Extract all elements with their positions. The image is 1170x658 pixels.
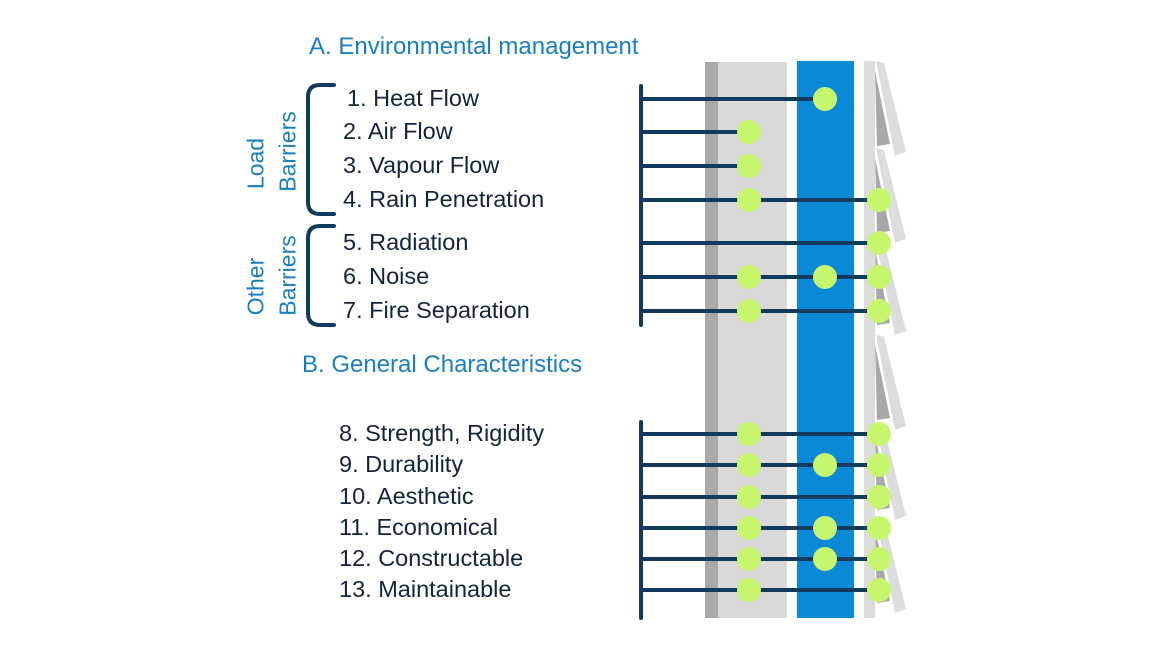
shingle-shadow [875,71,890,146]
dot-structure [737,299,761,323]
shingle-board [876,335,906,430]
dot-structure [737,188,761,212]
requirement-item: 1. Heat Flow [347,85,479,111]
shingle-shadow [875,345,890,420]
shingle-board [876,518,906,613]
requirement-item: 10. Aesthetic [339,483,474,509]
requirement-item: 13. Maintainable [339,576,512,602]
dot-structure [737,485,761,509]
shingle-board [876,425,906,520]
requirement-item: 4. Rain Penetration [343,186,545,212]
shingle-board [876,148,906,243]
dot-insulation [813,265,837,289]
dot-insulation [813,547,837,571]
dot-structure [737,547,761,571]
requirement-item: 11. Economical [339,514,498,540]
dot-structure [737,120,761,144]
structure-edge-layer [705,62,718,618]
dot-structure [737,453,761,477]
requirement-item: 7. Fire Separation [343,297,530,323]
dot-cladding [867,547,891,571]
bracket-other-barriers [306,224,336,327]
shingle-board [876,240,906,335]
dot-cladding [867,231,891,255]
dot-cladding [867,265,891,289]
dot-cladding [867,485,891,509]
dot-cladding [867,453,891,477]
section-a-title: A. Environmental management [309,33,639,60]
section-b-title: B. General Characteristics [302,351,583,378]
requirement-item: 6. Noise [343,263,430,289]
dot-structure [737,265,761,289]
requirement-item: 8. Strength, Rigidity [339,420,545,446]
requirement-item: 3. Vapour Flow [343,152,500,178]
dot-cladding [867,299,891,323]
requirement-item: 5. Radiation [343,229,469,255]
dot-cladding [867,516,891,540]
requirement-item: 12. Constructable [339,545,524,571]
dot-structure [737,154,761,178]
shingle-board [876,61,906,156]
dot-insulation [813,87,837,111]
dot-insulation [813,453,837,477]
dot-structure [737,578,761,602]
dot-cladding [867,188,891,212]
requirement-item: 9. Durability [339,451,464,477]
dot-cladding [867,578,891,602]
requirement-item: 2. Air Flow [343,118,453,144]
connectors [639,84,891,620]
bracket-load-barriers [306,83,336,216]
dot-cladding [867,422,891,446]
dot-structure [737,422,761,446]
sheathing-strip [864,61,875,618]
dot-insulation [813,516,837,540]
dot-structure [737,516,761,540]
